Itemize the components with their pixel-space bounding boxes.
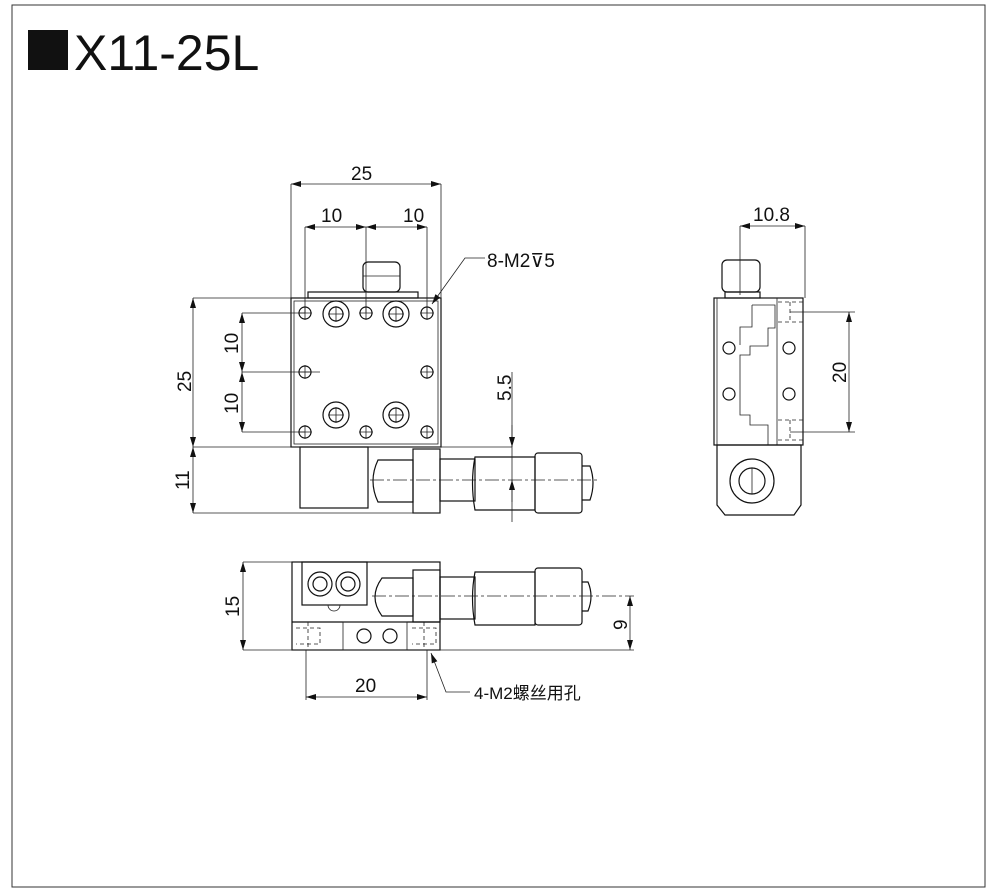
dim-top-width: 25 bbox=[351, 164, 372, 185]
model-title: X11-25L bbox=[74, 25, 259, 81]
side-view: 10.8 20 bbox=[713, 205, 855, 516]
mounting-holes bbox=[298, 300, 434, 439]
dim-axis-height: 9 bbox=[611, 619, 632, 630]
dim-offset: 5.5 bbox=[495, 375, 516, 401]
dim-front-height: 15 bbox=[223, 596, 244, 617]
dim-side-width: 10.8 bbox=[753, 205, 790, 226]
dim-hole-right: 10 bbox=[403, 206, 424, 227]
dim-front-pitch: 20 bbox=[355, 676, 376, 697]
dim-vert-lower: 10 bbox=[222, 393, 243, 414]
hole-callout-top: 8-M2⊽5 bbox=[487, 251, 555, 272]
dim-vert-upper: 10 bbox=[222, 333, 243, 354]
dim-hole-left: 10 bbox=[321, 206, 342, 227]
top-view: 25 10 10 25 10 10 11 5.5 8-M2⊽5 bbox=[173, 164, 598, 522]
title-block: X11-25L bbox=[28, 25, 259, 81]
dim-base: 11 bbox=[173, 470, 194, 490]
title-marker bbox=[28, 30, 68, 70]
hole-callout-front: 4-M2螺丝用孔 bbox=[474, 684, 581, 703]
drawing-frame bbox=[11, 4, 986, 888]
dim-side-pitch: 20 bbox=[830, 362, 851, 383]
front-view: 15 9 20 4-M2螺丝用孔 bbox=[223, 561, 634, 703]
dim-top-height: 25 bbox=[175, 371, 196, 392]
